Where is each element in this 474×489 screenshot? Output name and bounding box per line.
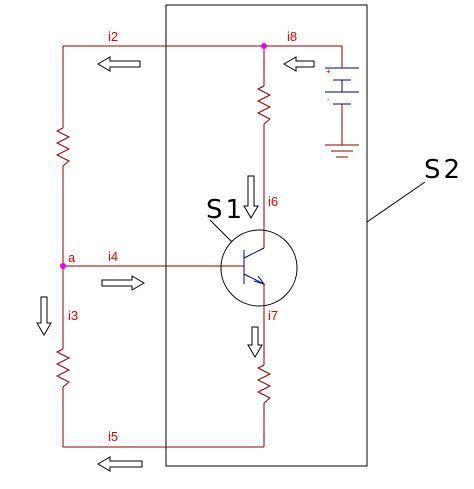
transistor-s1 — [220, 229, 298, 307]
transistor-emitter-leg — [243, 273, 265, 285]
s2-boundary-box — [165, 4, 368, 467]
label-i3: i3 — [68, 308, 78, 323]
label-i4: i4 — [108, 249, 118, 264]
resistor-emitter — [256, 364, 272, 404]
node-a — [60, 263, 66, 269]
arrow-i4 — [101, 275, 145, 291]
transistor-collector-leg — [243, 247, 265, 259]
battery-minus-label: - — [327, 95, 330, 104]
label-i7: i7 — [268, 308, 278, 323]
battery — [325, 67, 359, 105]
arrow-i6 — [243, 175, 259, 219]
label-i2: i2 — [108, 29, 118, 44]
arrow-i8 — [283, 56, 315, 72]
arrow-i2 — [97, 56, 141, 72]
label-i6: i6 — [268, 194, 278, 209]
arrow-i5 — [97, 456, 143, 472]
transistor-circle — [220, 229, 298, 307]
label-a: a — [68, 250, 76, 265]
label-s1: S1 — [206, 195, 245, 225]
resistor-left-top — [55, 127, 71, 167]
emitter-arrowhead — [253, 275, 266, 285]
wires — [62, 45, 343, 448]
resistor-collector — [256, 85, 272, 125]
ground-symbol — [325, 144, 359, 158]
top-wire — [63, 45, 343, 68]
label-i5: i5 — [108, 429, 118, 444]
arrow-i3 — [36, 296, 52, 336]
label-s2: S2 — [424, 155, 463, 185]
arrow-i7 — [247, 326, 263, 358]
label-i8: i8 — [287, 29, 297, 44]
node-top — [261, 43, 267, 49]
resistor-left-bottom — [55, 348, 71, 388]
s1-leader-line — [209, 219, 233, 243]
s2-leader-line — [366, 181, 426, 223]
battery-plus-label: + — [326, 67, 331, 76]
